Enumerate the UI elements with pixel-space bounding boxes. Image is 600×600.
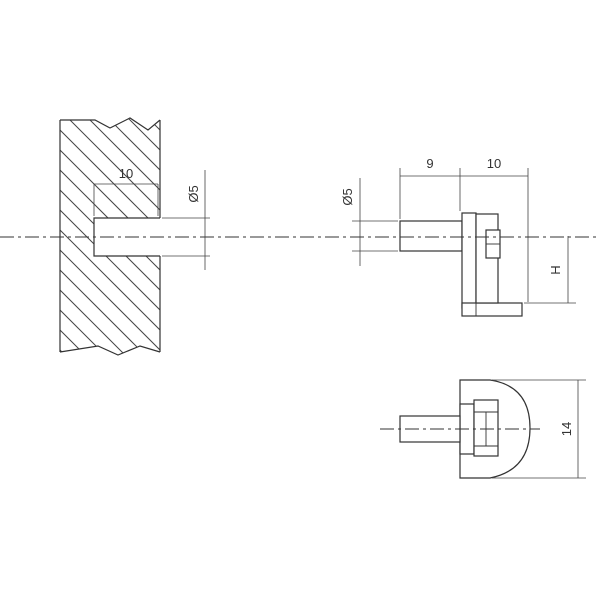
pin: [399, 220, 463, 252]
hole-depth-dimension: 10: [93, 166, 159, 216]
wall-section: [59, 117, 161, 356]
head-length-label: 10: [487, 156, 501, 171]
height-dimension: H: [524, 236, 576, 304]
width-label: 14: [559, 422, 574, 436]
shelf-support-top-view: [399, 379, 531, 479]
pin-length-label: 9: [426, 156, 433, 171]
wall-hatching: [60, 118, 160, 355]
hole-depth-label: 10: [119, 166, 133, 181]
width-dimension: 14: [492, 379, 586, 479]
pin-diameter-label: Ø5: [340, 188, 355, 205]
plate: [461, 212, 477, 309]
pin-diameter-dimension: Ø5: [340, 178, 398, 266]
length-dimensions: 9 10: [399, 156, 529, 302]
hole-diameter-dimension: Ø5: [162, 170, 210, 270]
hole-diameter-label: Ø5: [186, 185, 201, 202]
center-lines: [0, 236, 598, 430]
base-flange: [461, 302, 523, 317]
height-label: H: [548, 265, 563, 274]
shelf-support-side-view: [399, 212, 523, 317]
